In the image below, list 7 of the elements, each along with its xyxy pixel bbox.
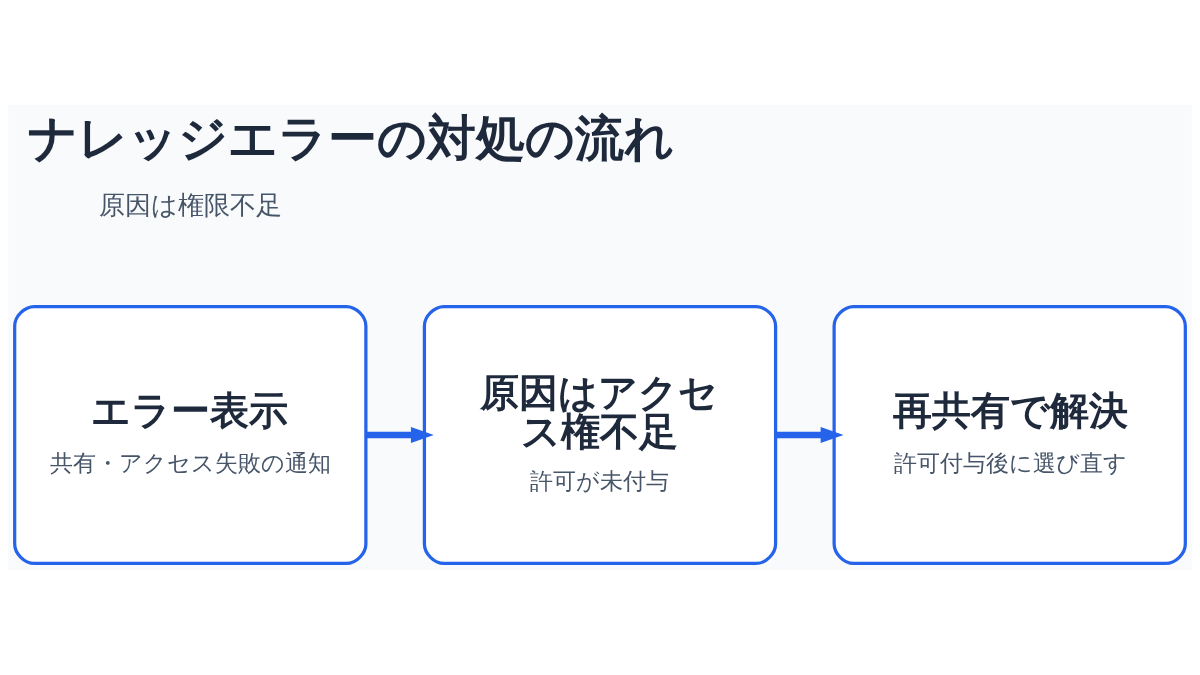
node-box: 原因はアクセス権不足 許可が未付与 xyxy=(422,305,778,566)
diagram-title: ナレッジエラーの対処の流れ xyxy=(27,110,674,168)
arrow xyxy=(775,427,844,444)
arrow xyxy=(366,427,434,444)
label: 原因は権限不足 xyxy=(99,189,283,220)
node-box: エラー表示 共有・アクセス失敗の通知 xyxy=(13,305,368,566)
node-box: 再共有で解決 許可付与後に選び直す xyxy=(832,305,1187,566)
